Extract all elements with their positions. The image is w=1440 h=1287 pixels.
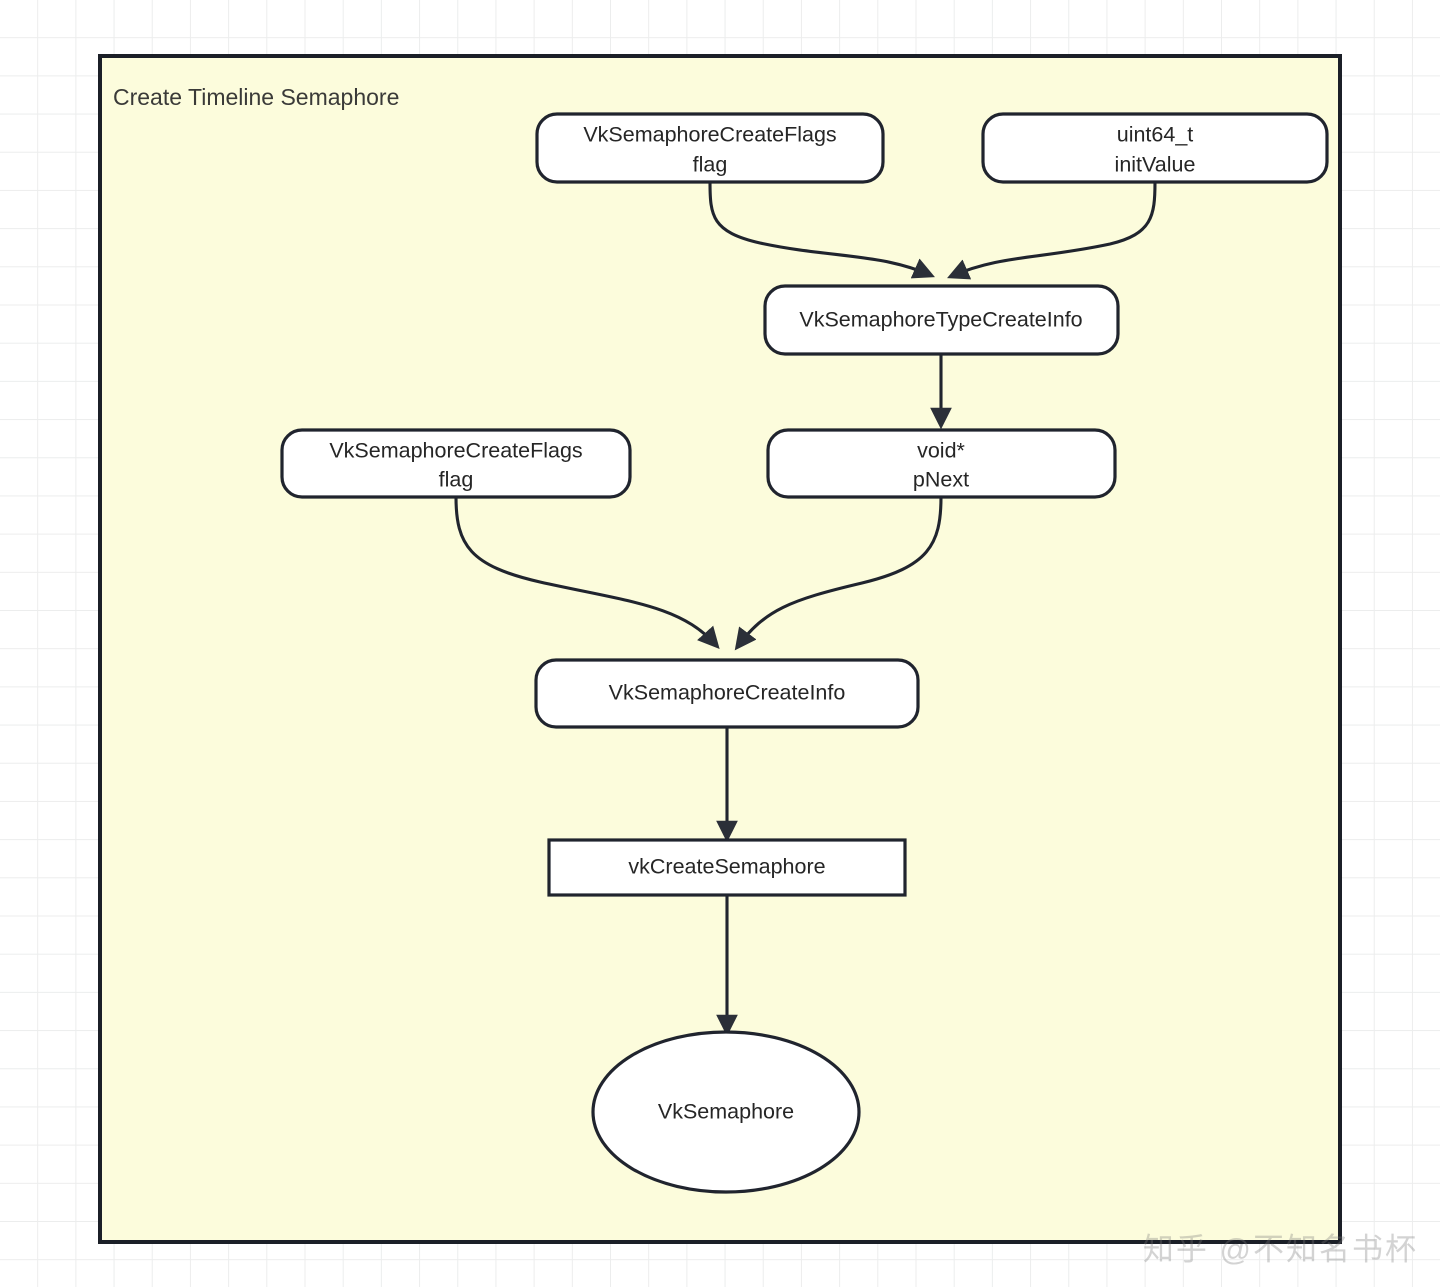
node-uint64-initvalue[interactable]: uint64_t initValue [981,112,1329,184]
node-label-line1: uint64_t [1117,123,1194,147]
node-label-line1: void* [917,439,965,463]
node-shape [981,112,1329,184]
node-label-line1: VkSemaphoreCreateFlags [329,439,582,463]
node-label-line1: vkCreateSemaphore [628,855,825,879]
node-shape [591,1030,861,1194]
watermark: 知乎 @不知名书杯 [1142,1232,1418,1267]
node-shape [547,838,907,897]
edge-flag-top-to-type-create-info [708,181,935,279]
node-shape [534,658,920,729]
node-label-line2: flag [693,153,728,177]
node-vksemaphoretypecreateinfo[interactable]: VkSemaphoreTypeCreateInfo [763,284,1120,356]
node-vksemaphorecreateflags-top[interactable]: VkSemaphoreCreateFlags flag [535,112,885,184]
group-title: Create Timeline Semaphore [113,84,399,110]
node-shape [535,112,885,184]
node-vksemaphorecreateflags-mid[interactable]: VkSemaphoreCreateFlags flag [280,428,632,499]
node-void-pnext[interactable]: void* pNext [766,428,1117,499]
node-vkcreatesemaphore[interactable]: vkCreateSemaphore [547,838,907,897]
node-vksemaphorecreateinfo[interactable]: VkSemaphoreCreateInfo [534,658,920,729]
node-label-line2: flag [439,468,474,492]
node-label-line2: initValue [1115,153,1196,177]
node-shape [763,284,1120,356]
edge-pnext-to-create-info [734,496,943,651]
edge-init-value-to-type-create-info [947,181,1157,280]
node-label-line1: VkSemaphoreCreateFlags [583,123,836,147]
node-label-line1: VkSemaphoreCreateInfo [609,681,846,705]
node-label-line1: VkSemaphoreTypeCreateInfo [799,308,1082,332]
node-label-line1: VkSemaphore [658,1100,794,1124]
node-vksemaphore[interactable]: VkSemaphore [591,1030,861,1194]
node-shape [766,428,1117,499]
node-shape [280,428,632,499]
edge-flag-mid-to-create-info [454,496,720,650]
node-label-line2: pNext [913,468,969,492]
